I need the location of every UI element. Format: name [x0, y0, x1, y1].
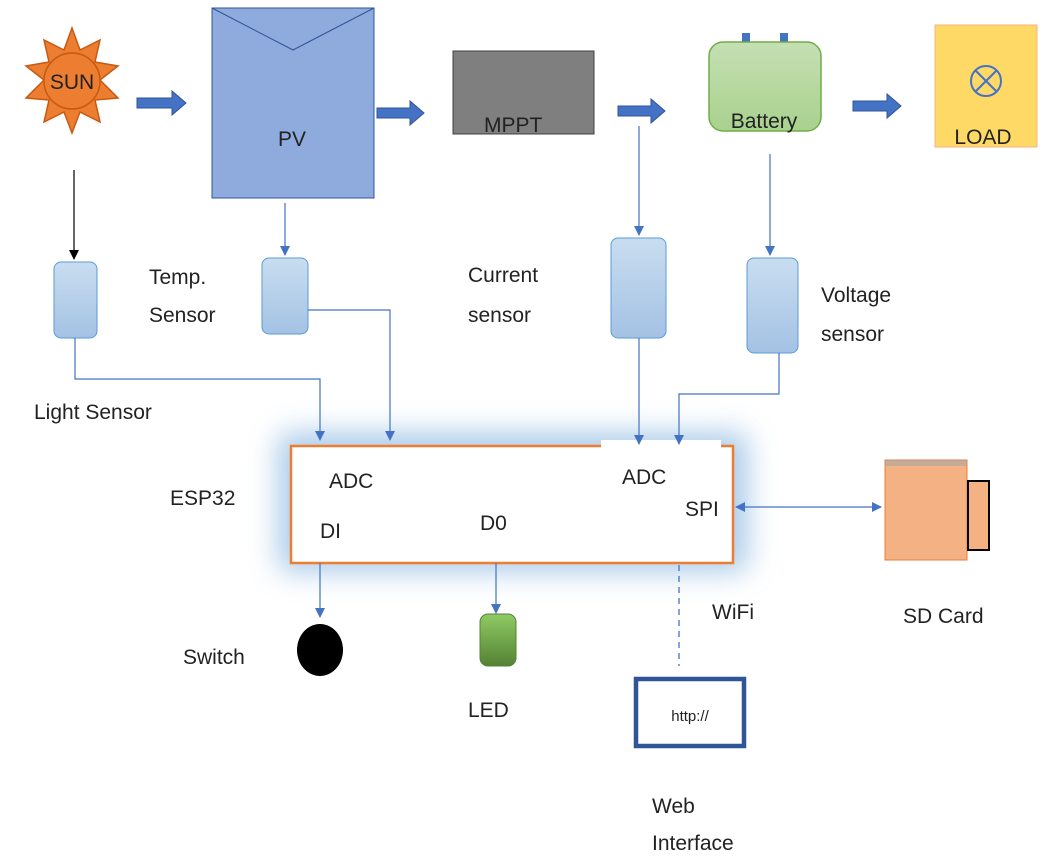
switch-label: Switch — [183, 646, 245, 669]
light-sensor-label: Light Sensor — [34, 401, 152, 424]
temp-sensor-label-2: Sensor — [149, 304, 216, 327]
led-label: LED — [468, 699, 509, 722]
mppt-label: MPPT — [484, 114, 543, 137]
esp32-adc-right: ADC — [622, 466, 666, 489]
arrow-pv-mppt — [376, 99, 425, 127]
load-block: LOAD — [934, 24, 1038, 149]
sun-label: SUN — [50, 71, 94, 94]
esp32-board: ADC ADC DI D0 SPI — [289, 440, 735, 565]
lamp-icon — [970, 65, 1002, 97]
load-label: LOAD — [954, 126, 1011, 149]
web-interface-icon: http:// — [633, 676, 747, 749]
temp-sensor-label-1: Temp. — [149, 266, 206, 289]
switch-icon — [297, 624, 343, 676]
current-sensor-label-2: sensor — [468, 304, 531, 327]
pv-label: PV — [278, 128, 306, 151]
esp32-label: ESP32 — [170, 487, 235, 510]
sd-card-label: SD Card — [903, 605, 984, 628]
led-icon — [479, 613, 517, 667]
voltage-sensor-label-1: Voltage — [821, 284, 891, 307]
current-sensor — [610, 237, 667, 339]
arrow-sun-pv — [136, 89, 187, 117]
mppt-block: MPPT — [452, 50, 595, 137]
battery-label: Battery — [731, 110, 798, 133]
arrow-battery-load — [852, 92, 902, 120]
pv-block: PV — [211, 7, 375, 199]
esp32-d0: D0 — [480, 512, 507, 535]
sensor-connections — [74, 309, 780, 445]
current-sensor-label-1: Current — [468, 264, 538, 287]
arrow-mppt-battery — [617, 97, 666, 125]
web-label-2: Interface — [652, 832, 734, 855]
esp32-di: DI — [320, 520, 341, 543]
wifi-label: WiFi — [712, 601, 754, 624]
esp32-adc-left: ADC — [329, 470, 373, 493]
voltage-sensor — [746, 257, 799, 354]
web-url: http:// — [671, 708, 709, 725]
sun-block: SUN — [24, 25, 120, 136]
voltage-sensor-label-2: sensor — [821, 323, 884, 346]
esp32-spi: SPI — [685, 498, 719, 521]
web-label-1: Web — [652, 795, 695, 818]
battery-block: Battery — [708, 33, 822, 133]
sd-card-icon — [884, 459, 990, 561]
power-flow-arrows — [136, 89, 902, 127]
temp-sensor — [261, 257, 309, 335]
light-sensor — [53, 261, 98, 339]
